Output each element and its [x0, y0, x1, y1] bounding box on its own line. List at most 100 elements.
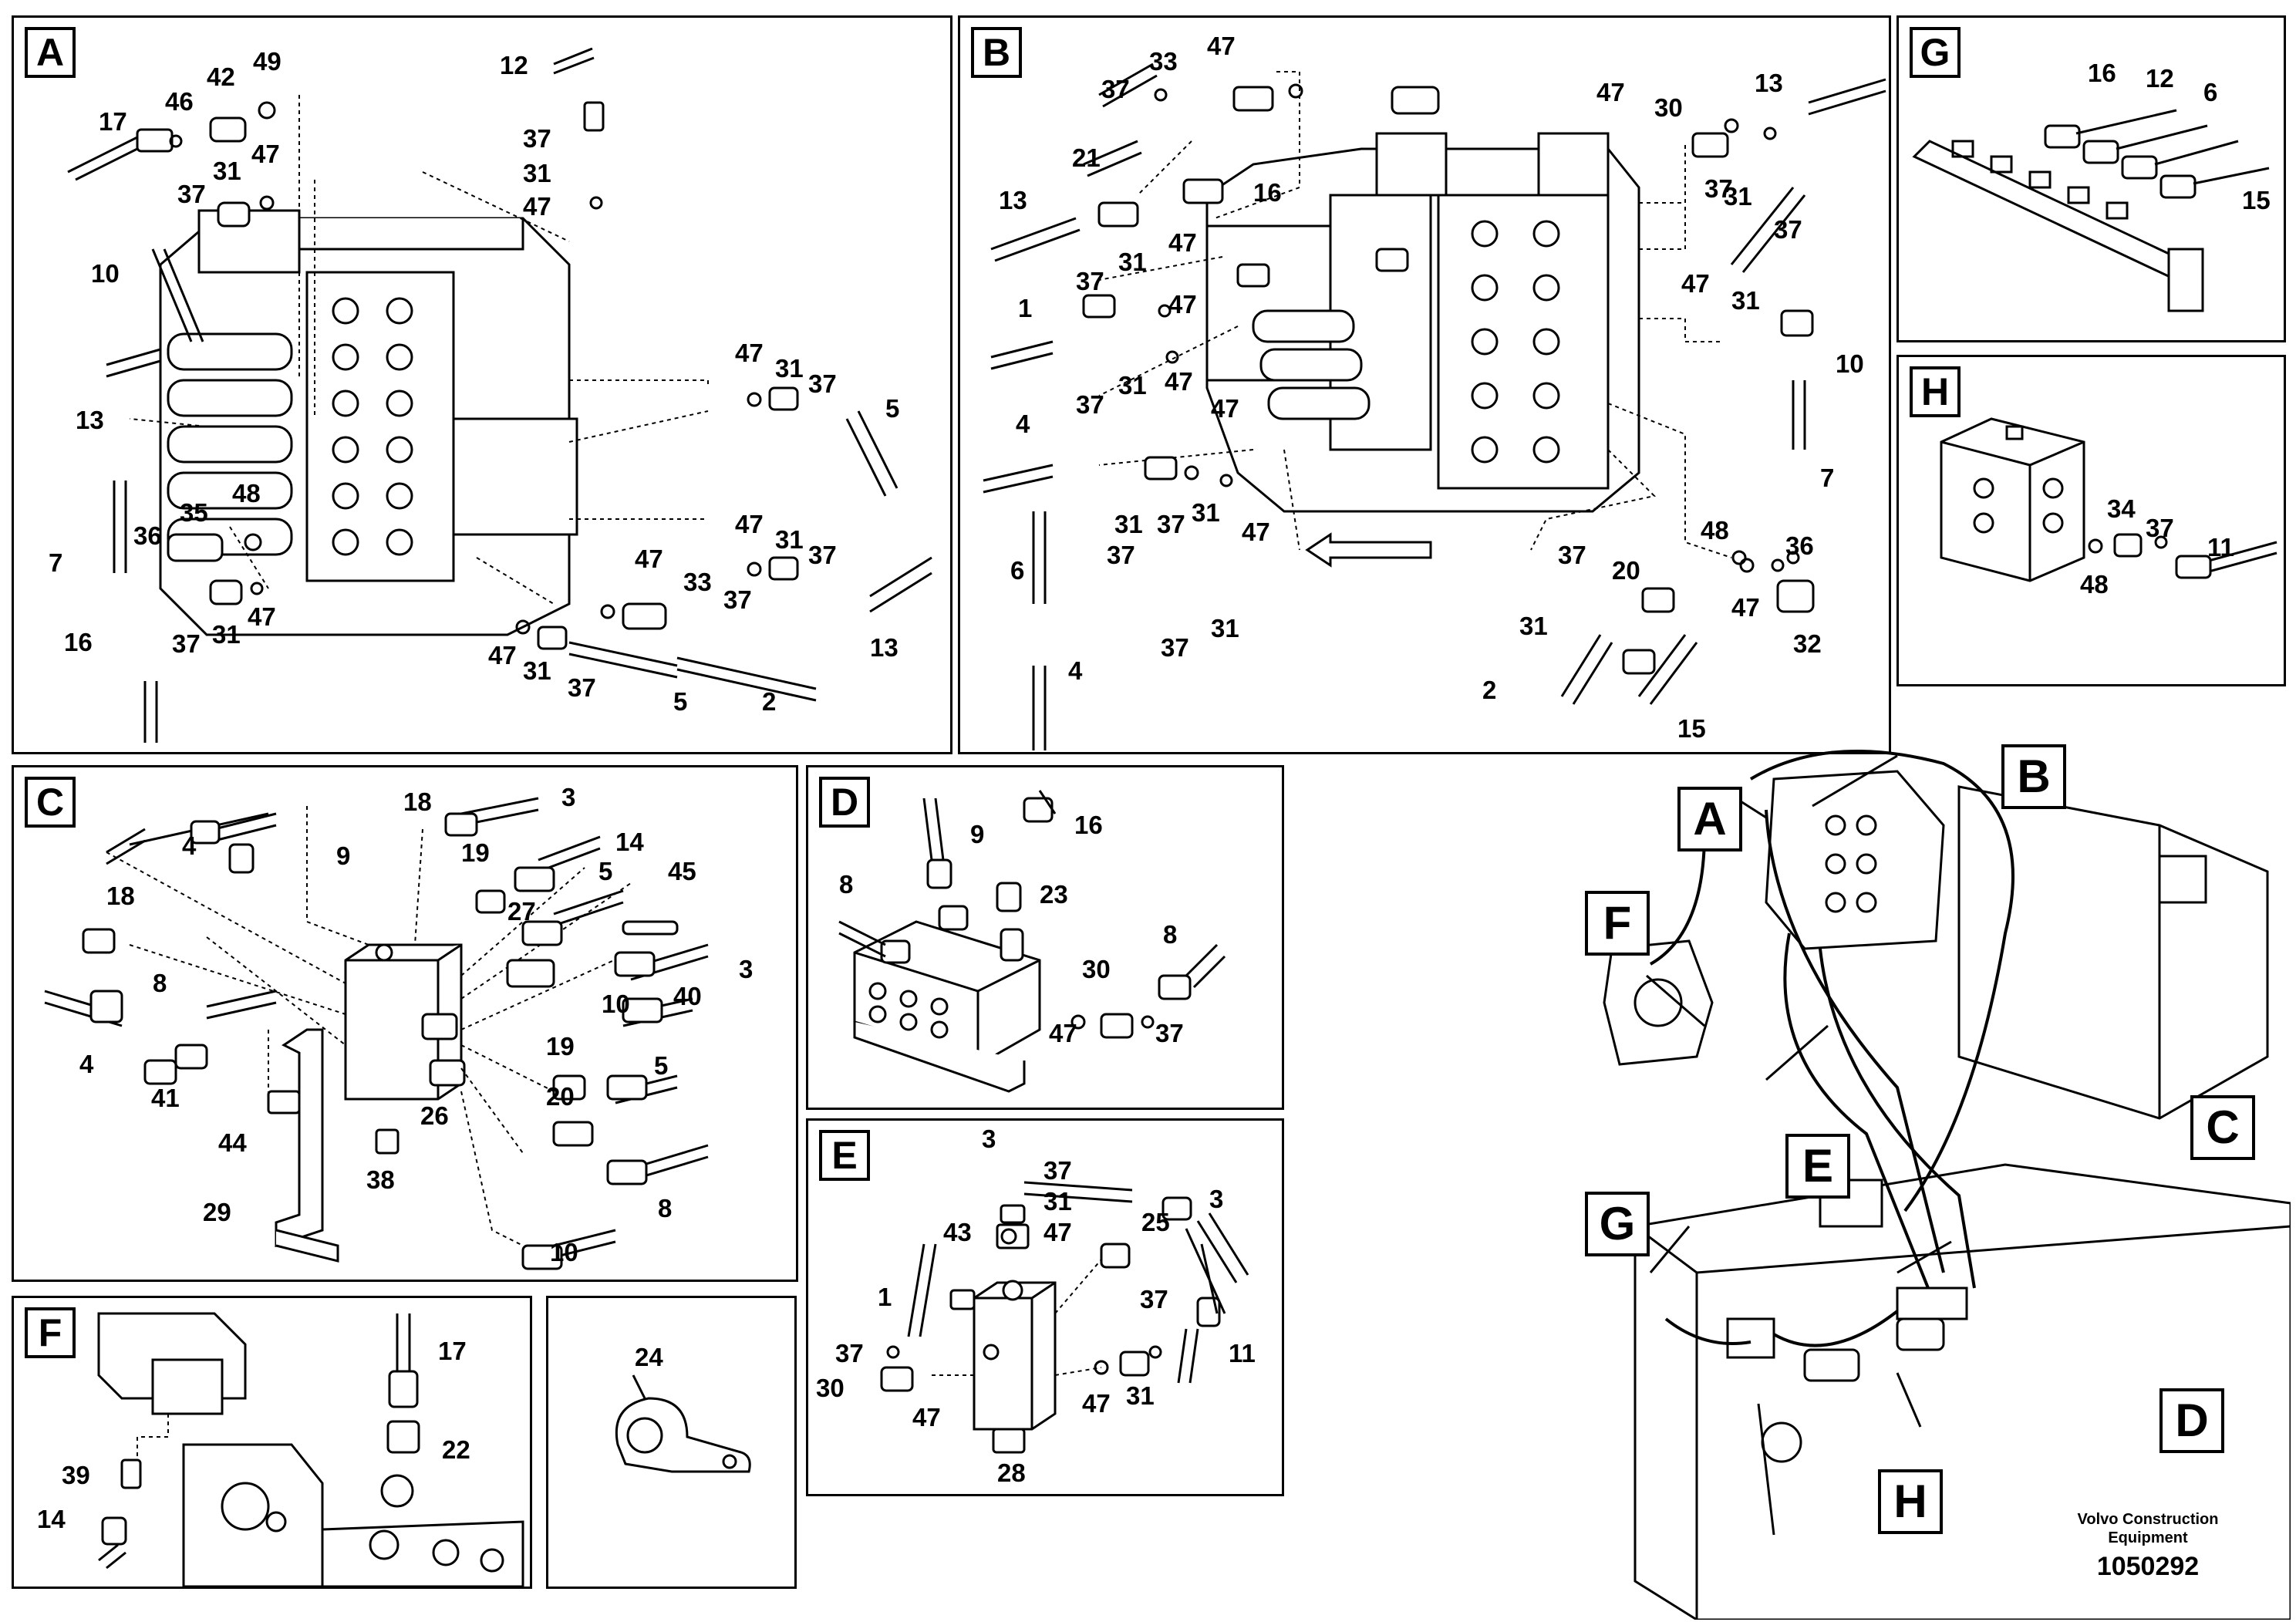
part-number: 37 [1558, 541, 1586, 569]
panel-e-drawing [880, 1181, 1249, 1454]
panel-b-drawing [983, 62, 1886, 750]
part-number: 14 [615, 828, 644, 856]
part-number: 37 [835, 1339, 864, 1367]
part-number: 48 [1701, 516, 1729, 545]
part-number: 3 [982, 1125, 996, 1153]
part-number: 12 [500, 51, 528, 79]
part-number: 34 [2107, 494, 2136, 523]
part-number: 27 [507, 897, 536, 926]
part-number: 47 [1211, 394, 1239, 423]
panel-clamp: 24 [546, 1296, 797, 1589]
panel-d: D 9 16 8 23 [806, 765, 1284, 1110]
panel-e: E 3 37 [806, 1118, 1284, 1496]
part-number: 16 [64, 628, 93, 656]
panel-b: B [958, 15, 1891, 754]
part-number: 16 [2088, 59, 2116, 87]
callout-a: A [1677, 787, 1742, 851]
part-number: 10 [602, 990, 630, 1018]
part-number: 31 [1118, 371, 1147, 400]
part-number: 47 [735, 339, 764, 367]
part-number: 18 [403, 787, 432, 816]
part-number: 16 [1074, 811, 1103, 839]
part-number: 33 [1149, 47, 1178, 76]
part-number: 28 [997, 1458, 1026, 1487]
part-number: 47 [523, 192, 551, 221]
part-number: 6 [2203, 78, 2218, 106]
brand-name: Volvo Construction Equipment [2048, 1510, 2248, 1547]
part-number: 36 [1785, 531, 1814, 560]
panel-h-label: H [1910, 366, 1961, 417]
part-number: 12 [2146, 64, 2174, 93]
part-number: 4 [1068, 656, 1083, 685]
part-number: 37 [1704, 174, 1733, 203]
document-number: 1050292 [2096, 1552, 2200, 1581]
part-number: 31 [1043, 1187, 1072, 1216]
part-number: 32 [1793, 629, 1822, 658]
panel-a-drawing [67, 47, 932, 743]
part-number: 37 [808, 369, 837, 398]
part-number: 37 [1774, 215, 1802, 244]
panel-g-label: G [1910, 27, 1961, 78]
part-number: 49 [253, 47, 282, 76]
part-number: 41 [151, 1084, 180, 1112]
part-number: 48 [2080, 570, 2109, 599]
callout-c: C [2190, 1095, 2255, 1160]
callout-e: E [1785, 1134, 1850, 1199]
part-number: 46 [165, 87, 194, 116]
part-number: 31 [213, 157, 241, 185]
part-number: 31 [523, 159, 551, 187]
part-number: 16 [1253, 178, 1282, 207]
part-number: 6 [1010, 556, 1025, 585]
callout-h: H [1878, 1469, 1943, 1534]
part-number: 45 [668, 857, 696, 885]
panel-c-drawing [44, 797, 709, 1270]
part-number: 47 [488, 641, 517, 669]
part-number: 37 [1107, 541, 1135, 569]
panel-g: G 16 12 6 15 [1896, 15, 2286, 342]
part-number: 20 [546, 1082, 575, 1111]
part-number: 37 [1101, 75, 1130, 103]
part-number: 14 [37, 1505, 66, 1533]
panel-g-drawing [1912, 109, 2270, 312]
part-number: 1 [878, 1283, 892, 1311]
part-number: 31 [775, 525, 804, 554]
panel-h: H 34 37 48 11 [1896, 355, 2286, 686]
part-number: 47 [635, 545, 663, 573]
part-number: 37 [568, 673, 596, 702]
part-number: 1 [1018, 294, 1033, 322]
machine-overview [1603, 750, 2291, 1620]
part-number: 30 [816, 1374, 845, 1402]
part-number: 4 [182, 831, 197, 860]
brand-line-1: Volvo Construction [2077, 1511, 2219, 1528]
part-number: 18 [106, 882, 135, 910]
part-number: 31 [1192, 498, 1220, 527]
part-number: 7 [49, 548, 63, 577]
panel-d-drawing [838, 790, 1226, 1093]
panel-h-drawing [1940, 417, 2277, 582]
part-number: 11 [1229, 1339, 1256, 1367]
part-number: 35 [180, 498, 208, 527]
part-number: 26 [420, 1101, 449, 1130]
part-number: 37 [1157, 510, 1185, 538]
part-number: 37 [808, 541, 837, 569]
part-number: 20 [1612, 556, 1640, 585]
part-number: 4 [79, 1050, 94, 1078]
panel-c-label: C [25, 777, 76, 828]
part-number: 47 [1207, 32, 1236, 60]
part-number: 37 [1155, 1019, 1184, 1047]
part-number: 15 [1677, 714, 1706, 743]
panel-d-label: D [819, 777, 870, 828]
part-number: 44 [218, 1128, 247, 1157]
part-number: 38 [366, 1165, 395, 1194]
part-number: 9 [336, 841, 351, 870]
part-number: 13 [1755, 69, 1783, 97]
clamp-drawing [615, 1374, 751, 1473]
panel-a: A [12, 15, 952, 754]
part-number: 31 [1519, 612, 1548, 640]
part-number: 22 [442, 1435, 470, 1464]
part-number: 48 [232, 479, 261, 508]
part-number: 31 [212, 620, 241, 649]
panel-f: F 17 22 39 14 [12, 1296, 532, 1589]
part-number: 47 [1596, 78, 1625, 106]
part-number: 31 [775, 354, 804, 383]
